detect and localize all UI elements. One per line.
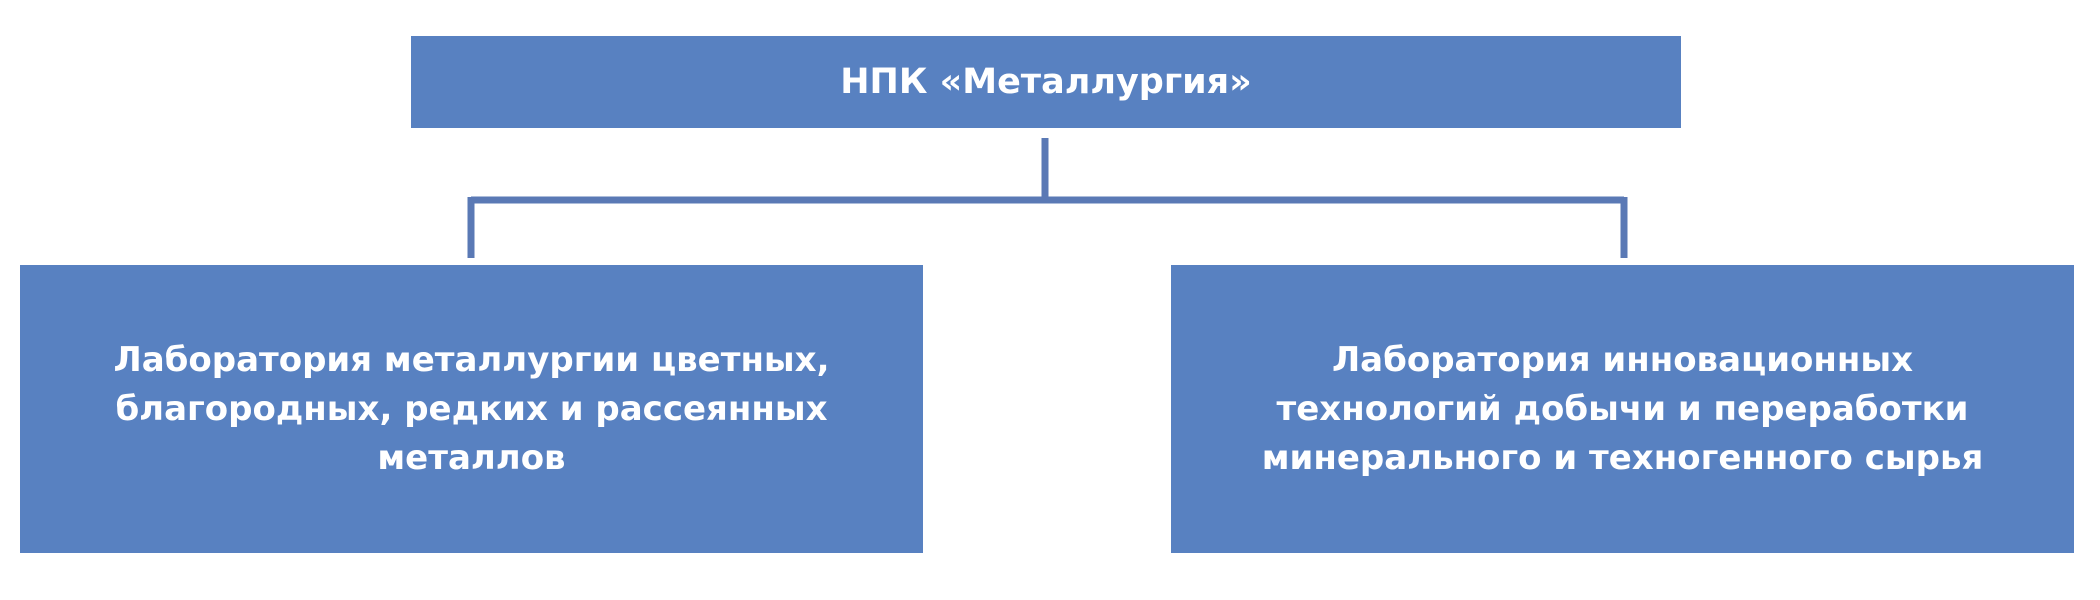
child-node-left-label: Лаборатория металлургии цветных, благоро… (113, 339, 830, 478)
child-node-right-box: Лаборатория инновационных технологий доб… (1171, 265, 2074, 553)
root-node-label: НПК «Металлургия» (840, 62, 1252, 102)
root-node-box: НПК «Металлургия» (411, 36, 1681, 128)
child-node-left-box: Лаборатория металлургии цветных, благоро… (20, 265, 923, 553)
child-node-right-label: Лаборатория инновационных технологий доб… (1261, 339, 1984, 478)
